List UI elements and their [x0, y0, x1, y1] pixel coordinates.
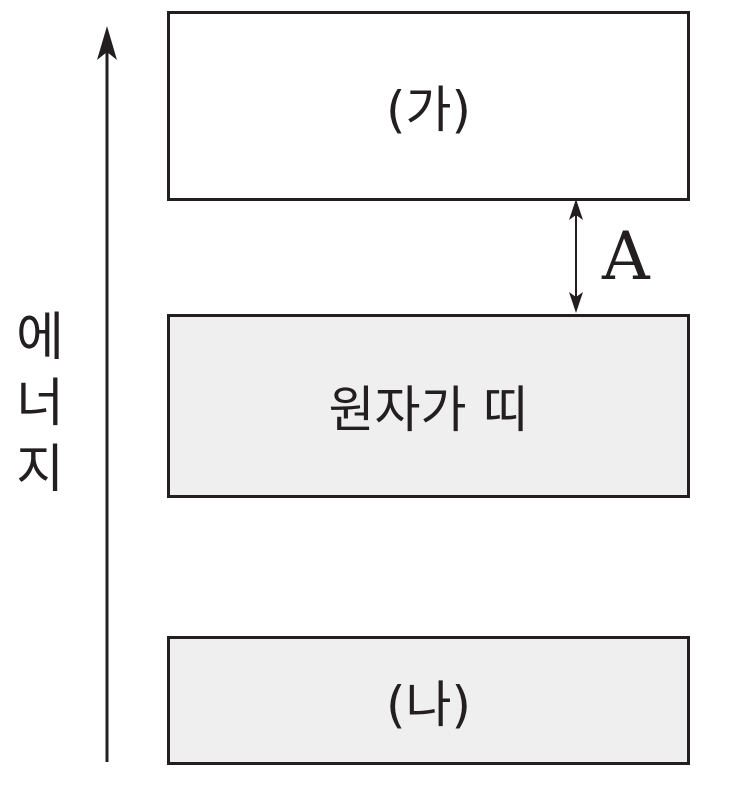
- valence-band-label: 원자가 띠: [328, 381, 529, 439]
- energy-axis-label: 에 너 지: [10, 305, 70, 503]
- energy-axis-arrow: [97, 26, 117, 762]
- axis-label-char: 너: [16, 374, 64, 434]
- lower-band-box: (나): [167, 636, 690, 765]
- lower-band-label: (나): [385, 675, 471, 734]
- gap-double-arrow: [569, 199, 583, 313]
- upper-band-label: (가): [385, 81, 471, 139]
- valence-band-box: 원자가 띠: [167, 314, 690, 498]
- axis-label-char: 지: [16, 440, 64, 500]
- gap-label: A: [602, 218, 650, 295]
- axis-label-char: 에: [16, 308, 64, 368]
- upper-band-box: (가): [167, 11, 690, 201]
